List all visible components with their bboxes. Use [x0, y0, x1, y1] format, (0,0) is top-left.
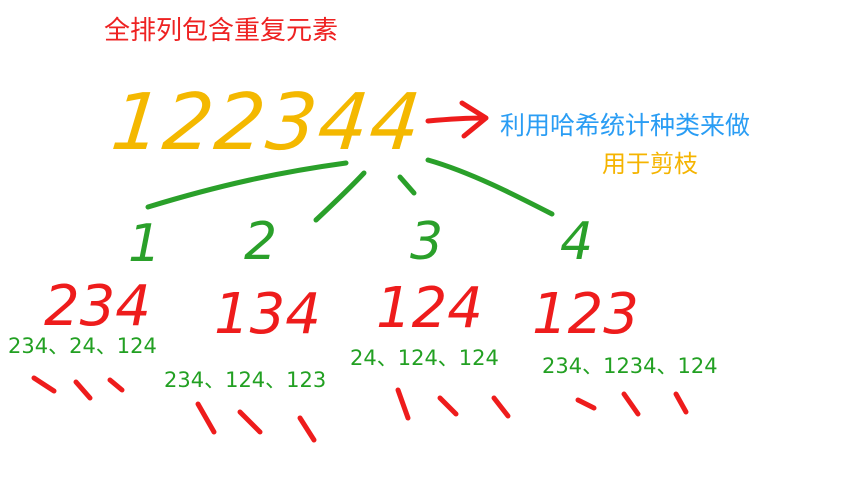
level2-node-124: 124	[376, 276, 483, 341]
level2-node-123: 123	[532, 282, 639, 347]
level2-node-234: 234	[44, 274, 151, 339]
level1-node-1: 1	[128, 214, 162, 274]
branch-to-1	[145, 160, 349, 210]
tree-branches	[145, 157, 555, 223]
diagram-title: 全排列包含重复元素	[104, 16, 339, 46]
arrow-right-icon	[425, 100, 489, 139]
level3-subsets-4: 234、1234、124	[542, 354, 718, 378]
level3-subsets-2: 234、124、123	[164, 368, 327, 392]
level1-node-2: 2	[244, 212, 278, 272]
branch-to-2	[313, 170, 367, 223]
note-line-2: 用于剪枝	[602, 150, 698, 178]
branch-to-4	[425, 157, 555, 217]
level3-subsets-1: 234、24、124	[8, 334, 157, 358]
level2-node-134: 134	[214, 282, 321, 347]
branch-to-3	[397, 174, 417, 196]
level1-node-3: 3	[410, 212, 444, 272]
level1-node-4: 4	[560, 212, 594, 272]
pruning-strokes	[31, 375, 689, 443]
note-line-1: 利用哈希统计种类来做	[500, 111, 751, 140]
level3-subsets-3: 24、124、124	[350, 346, 499, 370]
